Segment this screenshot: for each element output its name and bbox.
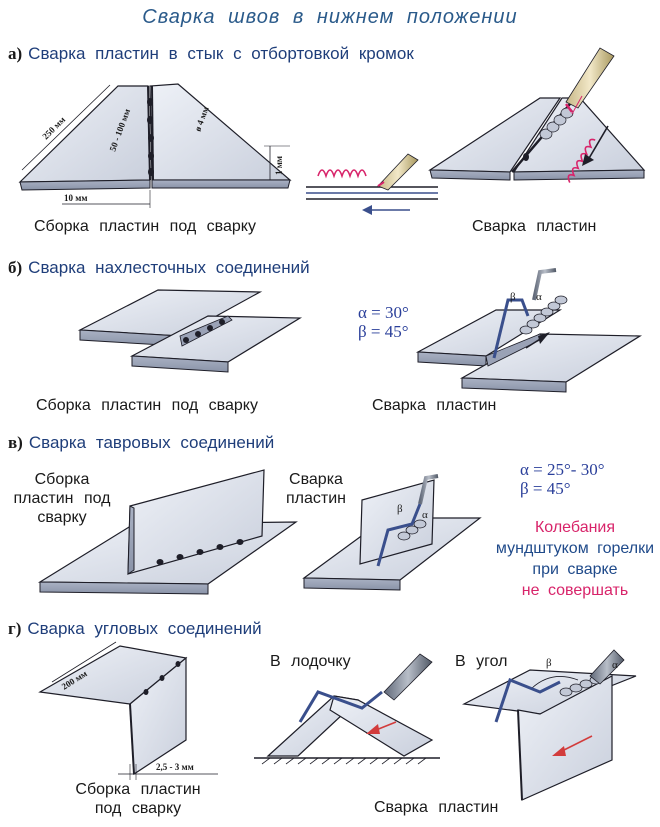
dim-2-5-3mm: 2,5 - 3 мм — [156, 762, 194, 772]
section-d-caption-assembly: Сборка пластин под сварку — [75, 781, 201, 817]
dim-1mm: 1 мм — [274, 156, 284, 175]
section-a-caption-welding: Сварка пластин — [472, 218, 597, 235]
section-c-title: Сварка тавровых соединений — [28, 433, 275, 452]
section-d-letter: г) — [8, 619, 22, 638]
section-c-note-line-3: при сварке — [532, 561, 618, 578]
section-c-heading: в) Сварка тавровых соединений — [8, 433, 274, 453]
section-a-letter: а) — [8, 44, 23, 63]
section-d-assembly-drawing: 200 мм 2,5 - 3 мм — [38, 641, 218, 780]
section-b-caption-welding: Сварка пластин — [372, 397, 497, 414]
section-a-side-view — [306, 153, 438, 215]
section-d-sublabel-corner: В угол — [455, 653, 508, 670]
section-d-heading: г) Сварка угловых соединений — [8, 619, 262, 639]
section-a-caption-assembly: Сборка пластин под сварку — [34, 218, 256, 235]
section-c-letter: в) — [8, 433, 23, 452]
section-a-welding-drawing — [428, 47, 646, 183]
section-c-note-line-2: мундштуком горелки — [495, 540, 655, 557]
section-b-alpha: α = 30° — [358, 303, 409, 322]
section-b-heading: б) Сварка нахлесточных соединений — [8, 258, 310, 278]
section-b-assembly-drawing — [77, 289, 303, 373]
section-b-welding-drawing: β α — [415, 268, 643, 393]
section-c-note-line-1: Колебания — [534, 519, 616, 536]
section-a-assembly-drawing: 250 мм 50 - 100 мм ø 4 мм 1 мм 10 мм — [18, 83, 292, 208]
section-d-sublabel-boat: В лодочку — [270, 653, 351, 670]
dim-10mm: 10 мм — [64, 193, 88, 203]
section-d-caption-welding: Сварка пластин — [374, 799, 499, 816]
diagram-title: Сварка швов в нижнем положении — [142, 6, 518, 28]
section-b-title: Сварка нахлесточных соединений — [28, 258, 310, 277]
section-a-title: Сварка пластин в стык с отбортовкой кром… — [28, 44, 414, 63]
section-c-angles: α = 25°- 30° β = 45° — [520, 460, 605, 498]
section-c-alpha: α = 25°- 30° — [520, 460, 605, 479]
section-c-assembly-drawing — [37, 469, 298, 595]
section-b-beta: β = 45° — [358, 322, 409, 341]
section-c-caption-assembly: Сборка пластин под сварку — [13, 471, 111, 526]
section-d-alpha-marker: α — [612, 659, 618, 671]
section-b-angles: α = 30° β = 45° — [358, 303, 409, 341]
section-b-alpha-marker: α — [536, 291, 542, 303]
section-d-boat-drawing — [254, 653, 440, 765]
dim-250mm: 250 мм — [40, 115, 67, 142]
section-a-heading: а) Сварка пластин в стык с отбортовкой кр… — [8, 44, 414, 64]
section-b-caption-assembly: Сборка пластин под сварку — [36, 397, 258, 414]
section-c-beta-marker: β — [397, 503, 403, 515]
section-b-beta-marker: β — [510, 291, 516, 303]
section-c-beta: β = 45° — [520, 479, 571, 498]
section-c-welding-drawing: β α — [302, 474, 482, 591]
section-b-letter: б) — [8, 258, 23, 277]
section-d-beta-marker: β — [546, 657, 552, 669]
section-c-caption-welding: Сварка пластин — [286, 471, 346, 507]
section-d-title: Сварка угловых соединений — [27, 619, 262, 638]
section-c-oscillation-note: Колебания мундштуком горелки при сварке … — [490, 517, 660, 601]
section-c-alpha-marker: α — [422, 509, 428, 521]
section-c-note-line-4: не совершать — [521, 582, 629, 599]
section-d-corner-drawing: β α — [462, 649, 637, 801]
